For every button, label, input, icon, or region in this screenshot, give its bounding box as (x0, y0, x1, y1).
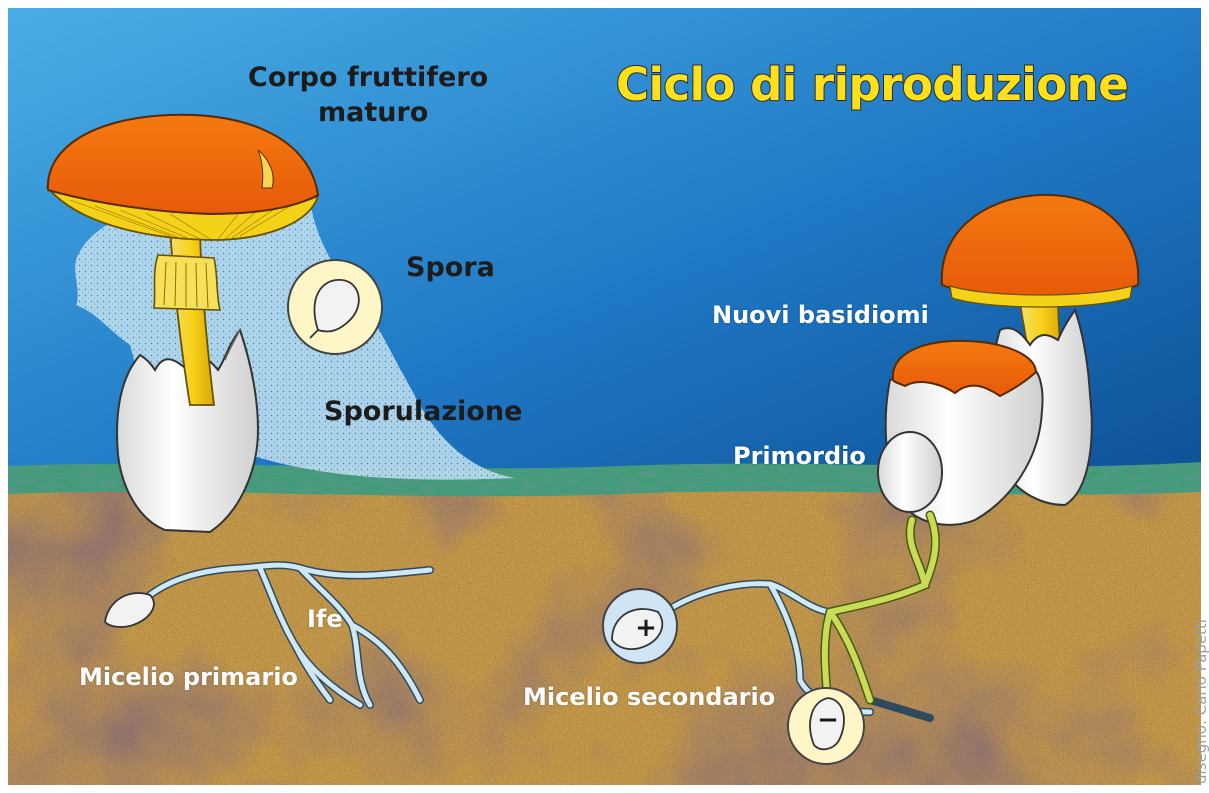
label-secondary-mycelium: Micelio secondario (523, 684, 775, 710)
label-new-basidiomes: Nuovi basidiomi (712, 302, 929, 328)
label-hyphae: Ife (307, 606, 343, 632)
label-fruiting-body: Corpo fruttifero (248, 63, 488, 93)
plus-sign: + (635, 613, 657, 643)
label-fruiting-body-mature: maturo (318, 98, 428, 128)
label-primordium: Primordio (733, 443, 866, 469)
primordium (878, 432, 942, 512)
spore-bubble (288, 260, 382, 354)
minus-sign: − (817, 705, 839, 735)
minus-spore-bubble: − (788, 688, 864, 764)
credit-text: disegno: Carlo Papetti (1192, 619, 1209, 784)
label-sporulation: Sporulazione (324, 397, 522, 427)
label-spore: Spora (406, 253, 495, 283)
label-primary-mycelium: Micelio primario (79, 664, 298, 690)
diagram-title: Ciclo di riproduzione (616, 58, 1128, 111)
plus-spore-bubble: + (603, 589, 677, 663)
